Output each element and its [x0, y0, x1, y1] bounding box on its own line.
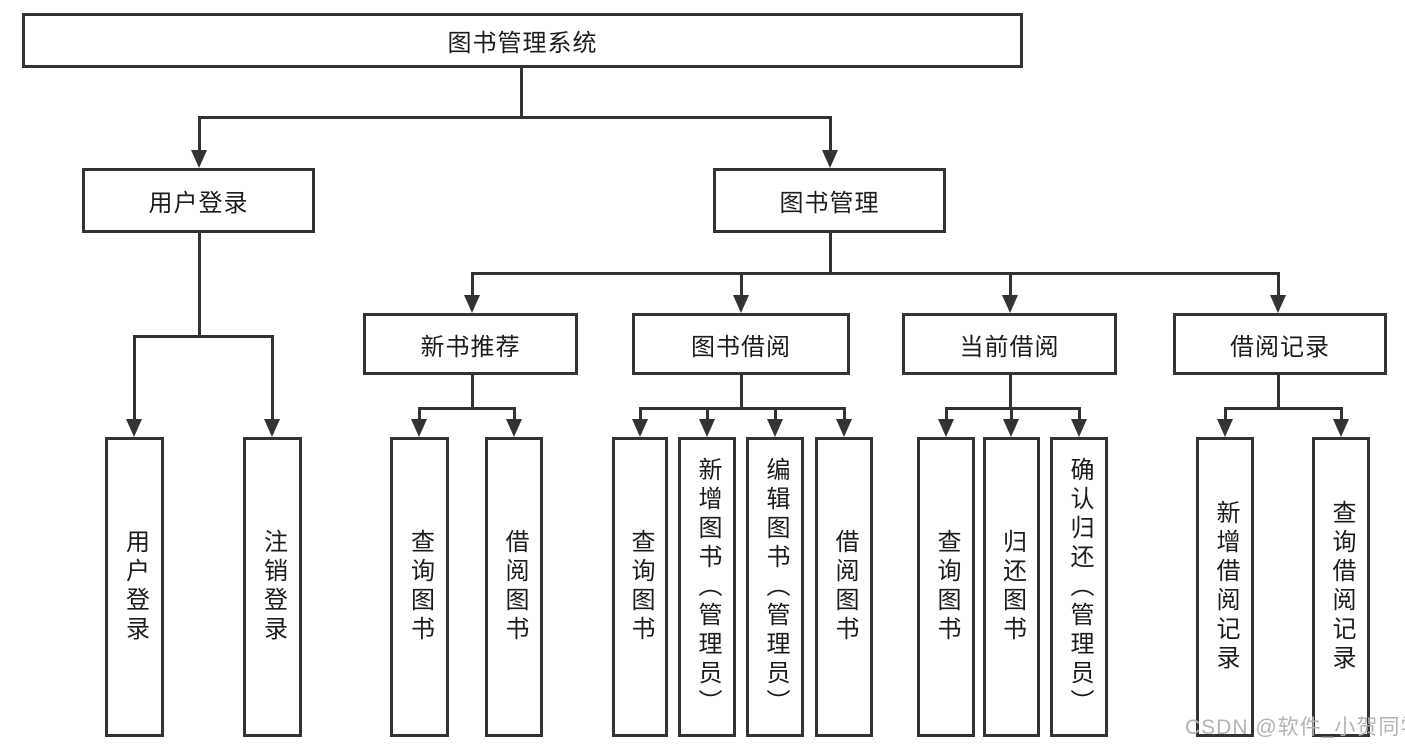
connector-line [471, 272, 474, 297]
node-return-books: 归还图书 [983, 437, 1040, 737]
connector-line [829, 233, 832, 273]
leaf-label: 查询图书 [406, 529, 434, 645]
arrowhead-down-icon [632, 419, 648, 437]
node-user-login: 用户登录 [82, 168, 315, 233]
arrowhead-down-icon [411, 419, 427, 437]
connector-line [1009, 272, 1012, 297]
connector-line [198, 233, 201, 336]
leaf-label: 归还图书 [998, 529, 1026, 645]
connector-bar [133, 335, 274, 338]
node-current-borrowing: 当前借阅 [902, 313, 1117, 375]
arrowhead-down-icon [1002, 295, 1018, 313]
watermark: CSDN @软件_小贺同学 [1185, 716, 1405, 739]
arrowhead-down-icon [191, 150, 207, 168]
node-logout: 注销登录 [243, 437, 302, 737]
connector-line [740, 375, 743, 408]
arrowhead-down-icon [1003, 419, 1019, 437]
connector-line [1277, 272, 1280, 297]
arrowhead-down-icon [767, 419, 783, 437]
node-query-books-current: 查询图书 [917, 437, 975, 737]
leaf-label: 新增图书（管理员） [694, 456, 721, 718]
node-new-book-recommendation: 新书推荐 [363, 313, 578, 375]
node-query-borrow-record: 查询借阅记录 [1312, 437, 1370, 737]
arrowhead-down-icon [1270, 295, 1286, 313]
node-edit-books-admin: 编辑图书（管理员） [746, 437, 804, 737]
connector-bar [1224, 407, 1342, 410]
connector-line [1010, 407, 1013, 421]
arrowhead-down-icon [126, 419, 142, 437]
arrowhead-down-icon [506, 419, 522, 437]
connector-line [520, 68, 523, 117]
connector-line [829, 116, 832, 152]
arrowhead-down-icon [822, 150, 838, 168]
node-borrow-books-borrowing: 借阅图书 [815, 437, 873, 737]
connector-line [774, 407, 777, 421]
node-query-books-borrowing: 查询图书 [612, 437, 668, 737]
leaf-label: 用户登录 [121, 529, 149, 645]
connector-line [1277, 375, 1280, 408]
connector-line [418, 407, 421, 421]
leaf-label: 查询图书 [933, 529, 960, 645]
arrowhead-down-icon [1071, 419, 1087, 437]
node-add-books-admin: 新增图书（管理员） [678, 437, 736, 737]
connector-line [945, 407, 948, 421]
connector-line [1009, 375, 1012, 408]
connector-bar [639, 407, 845, 410]
arrowhead-down-icon [699, 419, 715, 437]
arrowhead-down-icon [836, 419, 852, 437]
leaf-label: 查询借阅记录 [1328, 500, 1355, 674]
connector-line [1224, 407, 1227, 421]
connector-line [1078, 407, 1081, 421]
connector-bar [198, 116, 832, 119]
leaf-label: 编辑图书（管理员） [762, 456, 789, 718]
connector-line [706, 407, 709, 421]
leaf-label: 查询图书 [627, 529, 654, 645]
connector-line [133, 335, 136, 421]
node-book-management: 图书管理 [713, 168, 946, 233]
node-confirm-return-admin: 确认归还（管理员） [1050, 437, 1108, 737]
node-query-books-recommend: 查询图书 [390, 437, 449, 737]
node-add-borrow-record: 新增借阅记录 [1196, 437, 1254, 737]
leaf-label: 确认归还（管理员） [1066, 456, 1093, 718]
connector-bar [471, 272, 1280, 275]
leaf-label: 新增借阅记录 [1212, 500, 1239, 674]
arrowhead-down-icon [1333, 419, 1349, 437]
connector-line [740, 272, 743, 297]
connector-line [1340, 407, 1343, 421]
arrowhead-down-icon [938, 419, 954, 437]
connector-line [198, 116, 201, 152]
leaf-label: 借阅图书 [831, 529, 858, 645]
connector-bar [418, 407, 515, 410]
node-root: 图书管理系统 [22, 13, 1023, 68]
connector-line [639, 407, 642, 421]
arrowhead-down-icon [1217, 419, 1233, 437]
leaf-label: 注销登录 [259, 529, 287, 645]
connector-line [513, 407, 516, 421]
leaf-label: 借阅图书 [501, 529, 528, 645]
node-borrow-books-recommend: 借阅图书 [485, 437, 543, 737]
node-user-login-leaf: 用户登录 [105, 437, 164, 737]
arrowhead-down-icon [264, 419, 280, 437]
arrowhead-down-icon [464, 295, 480, 313]
node-book-borrowing: 图书借阅 [632, 313, 850, 375]
arrowhead-down-icon [733, 295, 749, 313]
connector-line [843, 407, 846, 421]
connector-line [471, 375, 474, 408]
node-borrowing-records: 借阅记录 [1173, 313, 1387, 375]
connector-line [271, 335, 274, 421]
